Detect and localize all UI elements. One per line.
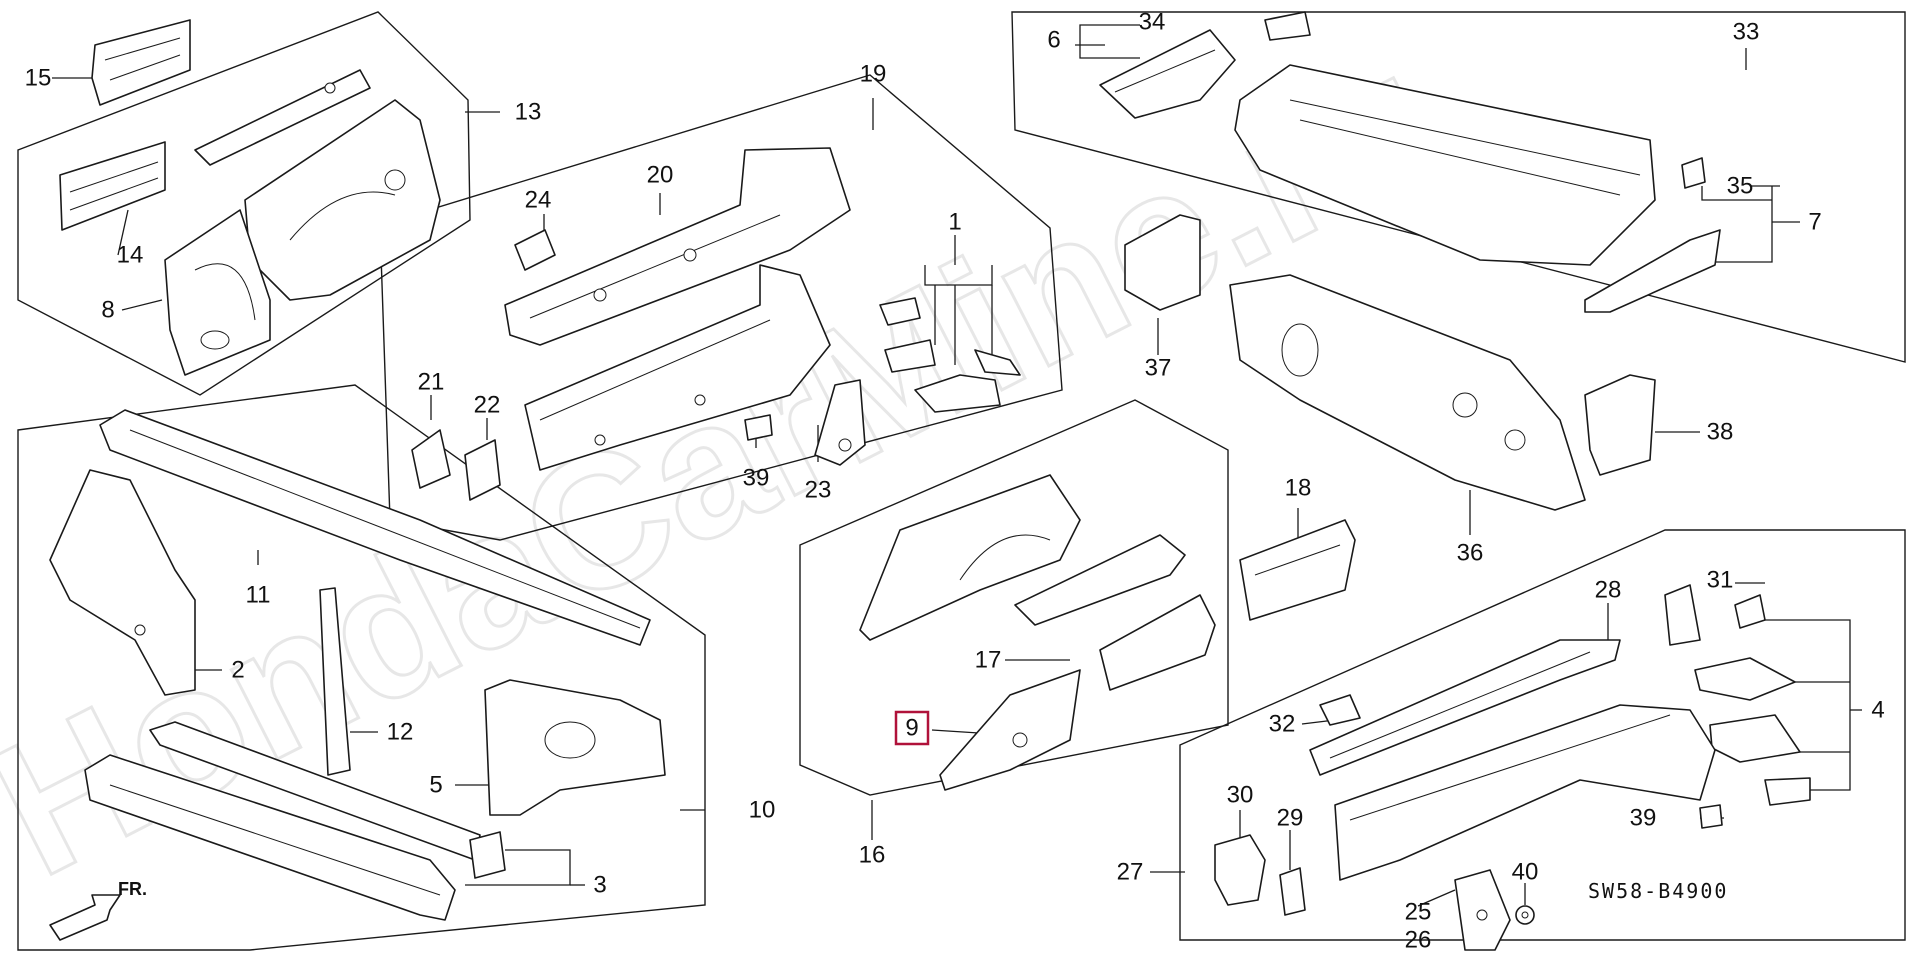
part-10-drawing [84,754,456,921]
part-23-drawing [814,379,866,466]
part-11-drawing [99,409,651,646]
callout-16[interactable]: 16 [859,842,886,869]
group-27-outline [1179,529,1906,941]
callout-23[interactable]: 23 [805,477,832,504]
part-30-drawing [1214,834,1266,906]
callout-3[interactable]: 3 [593,872,606,899]
callout-38[interactable]: 38 [1707,419,1734,446]
part-12-drawing [319,587,351,776]
callout-9-highlight[interactable]: 9 [894,710,930,746]
part-35-drawing [1681,157,1706,189]
callout-39-upper[interactable]: 39 [743,465,770,492]
part-37-drawing [1124,214,1201,311]
callout-21[interactable]: 21 [418,369,445,396]
callout-9[interactable]: 9 [905,715,918,742]
callout-25[interactable]: 25 [1405,899,1432,926]
part-38-drawing [1584,374,1656,476]
callout-2[interactable]: 2 [231,657,244,684]
callout-4[interactable]: 4 [1871,697,1884,724]
part-16-drawing [859,474,1081,641]
part-3-drawing [469,831,506,879]
callout-24[interactable]: 24 [525,187,552,214]
part-29-drawing [1279,867,1306,916]
callout-10[interactable]: 10 [749,797,776,824]
part-14-drawing [59,141,166,231]
part-13-wheelhouse-drawing [244,99,441,301]
callout-26[interactable]: 26 [1405,927,1432,954]
callout-37[interactable]: 37 [1145,355,1172,382]
part-32-drawing [1319,694,1361,726]
callout-27[interactable]: 27 [1117,859,1144,886]
group-33-outline [1011,11,1906,363]
callout-6[interactable]: 6 [1047,27,1060,54]
part-27-drawing [1334,704,1716,881]
callout-12[interactable]: 12 [387,719,414,746]
callout-15[interactable]: 15 [25,65,52,92]
part-4-drawing [1694,594,1811,806]
callout-18[interactable]: 18 [1285,475,1312,502]
callout-35[interactable]: 35 [1727,173,1754,200]
callout-28[interactable]: 28 [1595,577,1622,604]
callout-31[interactable]: 31 [1707,567,1734,594]
callout-20[interactable]: 20 [647,162,674,189]
part-25-26-drawing [1454,869,1511,951]
part-6-drawing [1099,29,1236,119]
part-28-drawing [1309,639,1621,776]
callout-40[interactable]: 40 [1512,859,1539,886]
callout-17[interactable]: 17 [975,647,1002,674]
callout-33[interactable]: 33 [1733,19,1760,46]
callout-11[interactable]: 11 [246,582,271,609]
part-17-drawing [1099,594,1216,691]
part-21-drawing [411,429,451,489]
callout-5[interactable]: 5 [429,772,442,799]
part-18-drawing [1239,519,1356,621]
callout-13[interactable]: 13 [515,99,542,126]
callout-14[interactable]: 14 [117,242,144,269]
part-24-drawing [514,229,556,271]
callout-22[interactable]: 22 [474,392,501,419]
group-13-outline [17,11,471,396]
part-31-drawing [1664,584,1701,646]
callout-19[interactable]: 19 [860,61,887,88]
part-34-drawing [1264,11,1311,41]
part-5-drawing [484,679,666,816]
part-36-drawing [1229,274,1586,511]
part-19-drawing [524,264,831,471]
part-22-drawing [464,439,501,501]
callout-29[interactable]: 29 [1277,805,1304,832]
part-40-drawing [1515,905,1535,925]
part-9-drawing [939,669,1081,791]
part-39-lower-drawing [1699,804,1723,829]
group-10-outline [17,384,706,951]
part-15-drawing [91,19,191,106]
part-7-drawing [1584,229,1721,313]
part-33-drawing [1234,64,1656,266]
part-39-upper-drawing [744,414,773,441]
diagram-code: SW58-B4900 [1588,879,1728,903]
callout-39-lower[interactable]: 39 [1630,805,1657,832]
part-8-drawing [164,209,271,376]
part-2-drawing [49,469,196,696]
callout-8[interactable]: 8 [101,297,114,324]
callout-1[interactable]: 1 [948,209,961,236]
callouts: 1 2 3 4 5 6 7 8 9 10 11 12 13 14 15 16 1… [25,9,1885,954]
part-16-rail-drawing [1014,534,1186,626]
callout-30[interactable]: 30 [1227,782,1254,809]
group-16-outline [799,399,1229,796]
callout-32[interactable]: 32 [1269,711,1296,738]
front-direction-arrow: FR. [49,879,147,941]
callout-36[interactable]: 36 [1457,540,1484,567]
part-1-drawing [879,297,1021,413]
direction-label: FR. [118,879,147,899]
part-20-drawing [504,147,851,346]
callout-34[interactable]: 34 [1139,9,1166,36]
part-13-bracket-drawing [194,69,371,166]
callout-7[interactable]: 7 [1808,209,1821,236]
callout-9-box [894,710,930,746]
